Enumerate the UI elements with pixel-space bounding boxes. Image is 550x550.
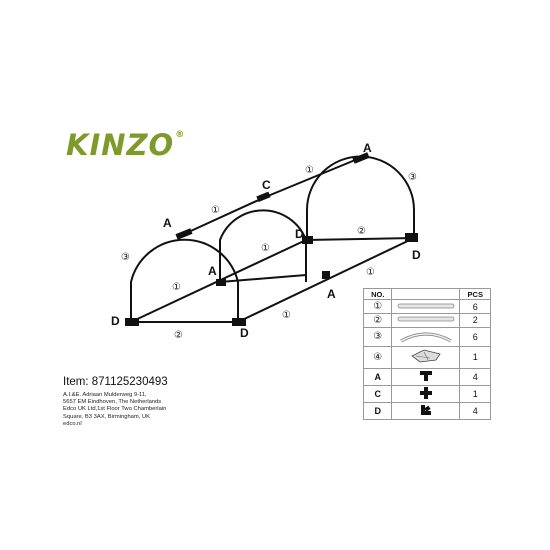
corner-connector-icon — [391, 401, 461, 421]
part-number: ④ — [362, 346, 393, 369]
address-line: edco.nl — [63, 420, 82, 427]
t-connector-icon — [391, 367, 461, 386]
tube-number-1: ① — [282, 310, 291, 321]
tube-number-2: ② — [357, 226, 366, 237]
connector-d-back-right — [405, 233, 418, 242]
table-row: D 4 — [362, 401, 491, 421]
connector-c — [256, 191, 271, 203]
address-block: A.I.&E. Adriaan Mulderweg 9-11, 5657 EM … — [63, 392, 166, 428]
tube-number-1: ① — [366, 267, 375, 278]
part-quantity: 4 — [459, 401, 491, 421]
address-line: 5657 EM Eindhoven, The Netherlands — [63, 399, 162, 406]
header-picture — [391, 287, 461, 301]
tube-number-2: ② — [174, 330, 183, 341]
part-labels: A C A D A A D D D ① ① ① ① ① ① ② ② ③ ③ — [111, 141, 421, 341]
curved-tube-icon — [391, 326, 461, 348]
mid-tie — [219, 274, 307, 283]
address-line: Square, B3 3AX, Birmingham, UK — [63, 413, 150, 420]
header-no: NO. — [362, 287, 393, 301]
registered-mark: ® — [175, 130, 186, 140]
tube-number-1: ① — [261, 243, 270, 254]
part-quantity: 6 — [459, 326, 491, 348]
part-quantity: 1 — [459, 346, 491, 369]
label-d: D — [240, 326, 249, 340]
parts-table-header: NO. PCS — [362, 287, 491, 301]
brand-logo: KINZO® — [66, 128, 185, 162]
part-number: ① — [362, 299, 393, 315]
part-quantity: 4 — [459, 367, 491, 386]
middle-arch — [219, 209, 307, 282]
connector-a-back — [352, 152, 370, 164]
part-quantity: 1 — [459, 384, 491, 403]
part-quantity: 6 — [459, 299, 491, 315]
table-row: C 1 — [362, 384, 491, 403]
part-quantity: 2 — [459, 313, 491, 328]
part-number: C — [362, 384, 393, 403]
tube-number-1: ① — [305, 165, 314, 176]
brand-name: KINZO — [66, 128, 175, 162]
address-line: A.I.&E. Adriaan Mulderweg 9-11, — [63, 392, 147, 398]
address-line: Edco UK Ltd,1st Floor Two Chamberlain — [63, 406, 167, 413]
label-d: D — [412, 248, 421, 262]
label-a: A — [363, 141, 372, 155]
connector-a-front — [175, 228, 193, 240]
ridge-front — [181, 197, 264, 236]
tube-number-3: ③ — [408, 172, 417, 183]
label-d: D — [295, 227, 304, 241]
connector-d-front-right — [232, 318, 246, 326]
label-c: C — [262, 178, 271, 192]
connector-a-side — [322, 271, 330, 279]
table-row: ② 2 — [362, 313, 491, 328]
straight-tube-icon — [391, 299, 461, 315]
part-number: D — [362, 401, 393, 421]
table-row: ③ 6 — [362, 326, 491, 348]
table-row: ④ 1 — [362, 346, 491, 369]
part-number: ② — [362, 313, 393, 328]
header-pcs: PCS — [459, 287, 491, 301]
front-arch — [130, 238, 239, 322]
label-a: A — [327, 287, 336, 301]
connector-d-front-left — [125, 318, 139, 326]
label-a: A — [163, 216, 172, 230]
label-d: D — [111, 314, 120, 328]
cross-connector-icon — [391, 384, 461, 403]
connector-a-mid — [216, 279, 226, 286]
connectors — [125, 152, 418, 326]
part-number: ③ — [362, 326, 393, 348]
base-back — [305, 237, 415, 241]
tube-number-1: ① — [172, 282, 181, 293]
table-row: ① 6 — [362, 299, 491, 315]
straight-tube-icon — [391, 313, 461, 328]
cover-sheet-icon — [391, 346, 461, 369]
tube-number-1: ① — [211, 205, 220, 216]
connector-d-mid — [302, 236, 313, 244]
item-number: Item: 871125230493 — [63, 376, 168, 388]
ridge-back — [262, 157, 361, 199]
label-a: A — [208, 264, 217, 278]
table-row: A 4 — [362, 367, 491, 386]
parts-table: NO. PCS ① 6 ② 2 ③ 6 ④ 1 A 4 C 1 D 4 — [362, 287, 491, 421]
part-number: A — [362, 367, 393, 386]
base-right — [237, 237, 415, 323]
tube-number-3: ③ — [121, 252, 130, 263]
